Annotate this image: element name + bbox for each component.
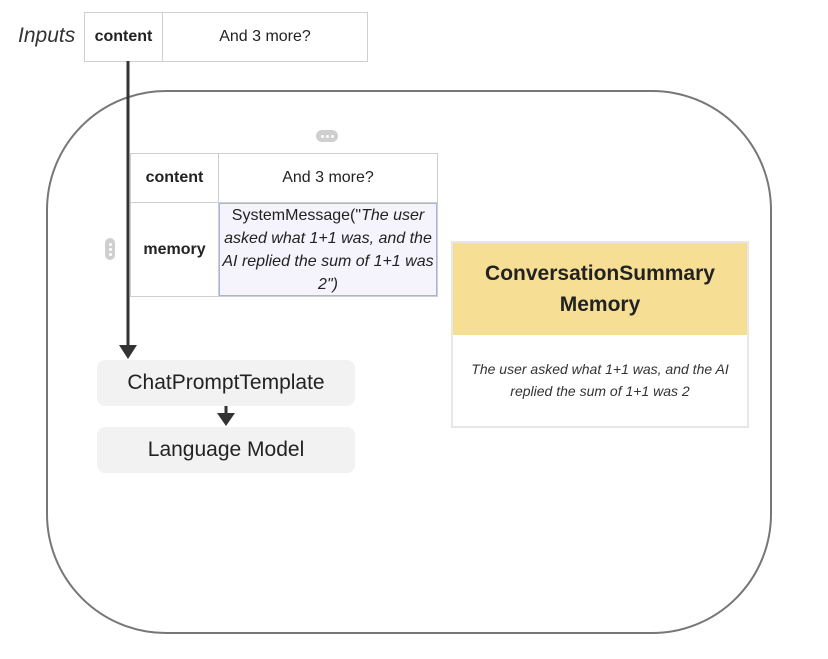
row-value-content: And 3 more? <box>282 169 374 186</box>
table-row: memory SystemMessage("The user asked wha… <box>131 202 437 296</box>
inputs-value-content: And 3 more? <box>219 28 311 45</box>
row-key-content: content <box>131 154 219 202</box>
drag-handle-icon[interactable] <box>105 238 115 260</box>
row-value-memory[interactable]: SystemMessage("The user asked what 1+1 w… <box>219 203 437 296</box>
memory-value-prefix: SystemMessage(" <box>231 206 362 224</box>
prompt-to-model-arrowhead <box>217 413 235 426</box>
chat-prompt-template-node[interactable]: ChatPromptTemplate <box>97 360 355 406</box>
memory-card-body: The user asked what 1+1 was, and the AI … <box>471 360 729 399</box>
inputs-label: Inputs <box>18 24 76 47</box>
memory-title-line1: ConversationSummary <box>485 262 715 285</box>
input-to-prompt-arrowhead <box>119 345 137 359</box>
memory-value-text: The user asked what 1+1 was, and the AI … <box>222 206 434 293</box>
more-options-icon[interactable] <box>316 130 338 142</box>
inputs-table: content And 3 more? <box>84 12 368 62</box>
row-key-memory: memory <box>131 203 219 296</box>
language-model-node[interactable]: Language Model <box>97 427 355 473</box>
prompt-variables-table: content And 3 more? memory SystemMessage… <box>130 153 438 297</box>
memory-title-line2: Memory <box>559 293 641 316</box>
table-row: content And 3 more? <box>131 154 437 202</box>
inputs-key-content: content <box>85 13 163 61</box>
